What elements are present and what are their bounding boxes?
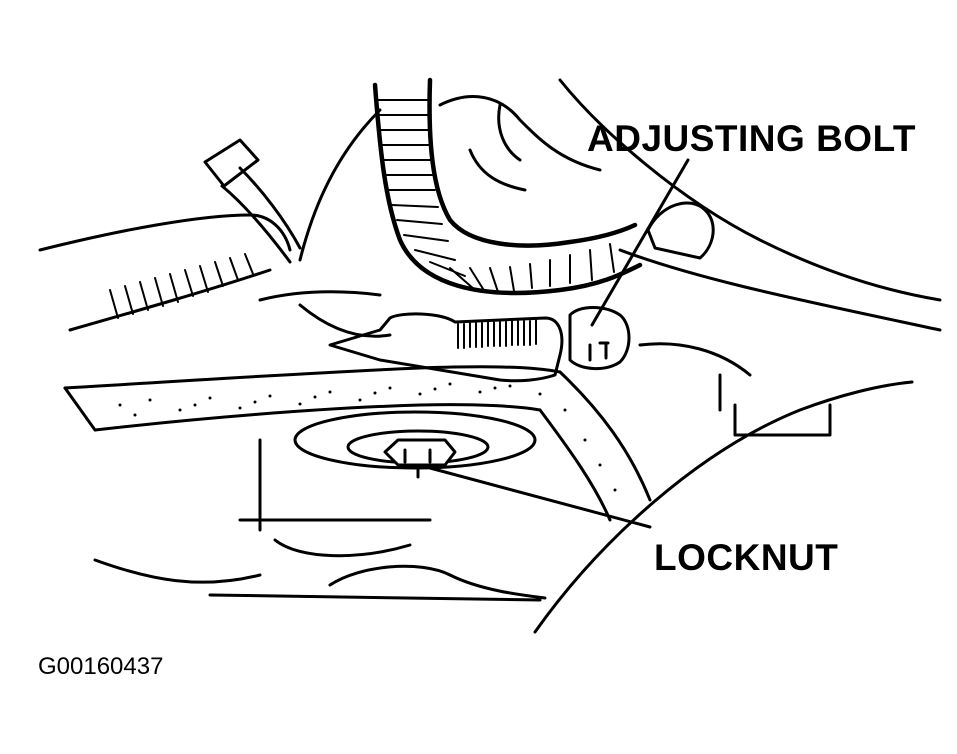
corrugated-hose-right <box>427 77 638 248</box>
right-hose-clamp <box>646 201 715 260</box>
engine-outline-right-inner <box>618 248 942 332</box>
belt-arm-bottom <box>93 403 542 432</box>
adjusting-bolt-threads <box>457 319 537 349</box>
lower-right-block <box>718 373 832 437</box>
belt-arm-diagonal-bottom <box>538 408 612 522</box>
fender-curve <box>533 380 914 634</box>
belt-arm-diagonal-top <box>558 370 652 502</box>
upper-left-outline <box>258 290 392 338</box>
belt-arm-top <box>63 365 562 390</box>
figure-id: G00160437 <box>38 653 164 680</box>
adjuster-bracket <box>328 312 564 383</box>
adjusting-bolt-head <box>568 306 631 370</box>
locknut <box>383 438 457 467</box>
belt-speckle <box>118 382 617 492</box>
adjusting-bolt-leader <box>590 158 690 327</box>
upper-right-block <box>638 342 752 377</box>
engine-outline-right <box>558 78 942 302</box>
corrugated-hose-left <box>372 82 643 296</box>
belt-arm-end-left <box>63 386 97 432</box>
corrugated-hose-ribs <box>377 99 615 293</box>
lower-base <box>93 558 547 602</box>
hose-clamp-band <box>220 166 302 264</box>
left-hose-outer <box>38 213 292 252</box>
locknut-detail <box>403 448 432 479</box>
label-locknut: LOCKNUT <box>654 537 839 578</box>
hose-clamp <box>203 138 260 188</box>
left-hose-inner <box>68 268 272 332</box>
upper-center-outline <box>468 103 527 192</box>
label-adjusting-bolt: ADJUSTING BOLT <box>587 118 917 159</box>
lower-housing-left <box>238 438 432 558</box>
locknut-leader <box>428 466 652 529</box>
engine-outline-upper <box>298 95 602 262</box>
left-hose-ribs <box>109 253 254 319</box>
adjusting-bolt-head-detail <box>588 341 610 362</box>
